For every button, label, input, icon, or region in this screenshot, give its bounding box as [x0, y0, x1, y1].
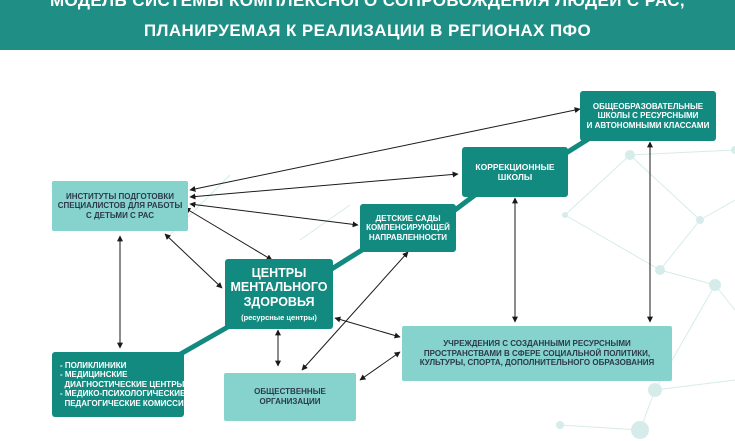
node-clinics-line3: ДИАГНОСТИЧЕСКИЕ ЦЕНТРЫ	[60, 379, 185, 389]
node-institutes-line3: С ДЕТЬМИ С РАС	[85, 210, 155, 220]
title-line-2: ПЛАНИРУЕМАЯ К РЕАЛИЗАЦИИ В РЕГИОНАХ ПФО	[143, 21, 592, 40]
node-kindergartens-line1: ДЕТСКИЕ САДЫ	[375, 213, 441, 223]
node-centers-line1: ЦЕНТРЫ	[251, 265, 307, 280]
node-institutes-line1: ИНСТИТУТЫ ПОДГОТОВКИ	[65, 191, 175, 201]
node-centers-line3: ЗДОРОВЬЯ	[243, 294, 315, 309]
arrow-institutes-kindergartens	[189, 201, 359, 228]
node-clinics-line5: ПЕДАГОГИЧЕСКИЕ КОМИССИИ	[60, 398, 190, 408]
node-institutes-line2: СПЕЦИАЛИСТОВ ДЛЯ РАБОТЫ	[57, 201, 183, 211]
node-general-schools: ОБЩЕОБРАЗОВАТЕЛЬНЫЕ ШКОЛЫ С РЕСУРСНЫМИ И…	[580, 91, 716, 141]
node-mental-health-centers: ЦЕНТРЫ МЕНТАЛЬНОГО ЗДОРОВЬЯ (ресурсные ц…	[225, 259, 333, 329]
node-clinics: - ПОЛИКЛИНИКИ - МЕДИЦИНСКИЕ ДИАГНОСТИЧЕС…	[52, 352, 189, 417]
arrow-public-orgs-institutions	[359, 351, 401, 381]
node-institutes: ИНСТИТУТЫ ПОДГОТОВКИ СПЕЦИАЛИСТОВ ДЛЯ РА…	[52, 181, 188, 231]
arrow-centers-institutions	[334, 316, 401, 339]
node-general-schools-line1: ОБЩЕОБРАЗОВАТЕЛЬНЫЕ	[592, 101, 704, 111]
node-public-orgs-line1: ОБЩЕСТВЕННЫЕ	[254, 387, 326, 397]
arrow-institutes-center-left	[164, 233, 223, 289]
node-institutions: УЧРЕЖДЕНИЯ С СОЗДАННЫМИ РЕСУРСНЫМИ ПРОСТ…	[402, 326, 672, 381]
node-institutions-line1: УЧРЕЖДЕНИЯ С СОЗДАННЫМИ РЕСУРСНЫМИ	[443, 339, 631, 349]
node-public-orgs-line2: ОРГАНИЗАЦИИ	[259, 397, 321, 406]
connection-arrows	[117, 107, 653, 381]
node-institutions-line2: ПРОСТРАНСТВАМИ В СФЕРЕ СОЦИАЛЬНОЙ ПОЛИТИ…	[423, 348, 651, 358]
arrow-institutes-correctional	[189, 171, 459, 200]
header-banner: МОДЕЛЬ СИСТЕМЫ КОМПЛЕКСНОГО СОПРОВОЖДЕНИ…	[0, 0, 735, 50]
node-clinics-line4: - МЕДИКО-ПСИХОЛОГИЧЕСКИЕ-	[60, 389, 189, 399]
background-network-nodes	[556, 146, 735, 439]
node-kindergartens-line2: КОМПЕНСИРУЮЩЕЙ	[366, 223, 450, 233]
title-line-1: МОДЕЛЬ СИСТЕМЫ КОМПЛЕКСНОГО СОПРОВОЖДЕНИ…	[49, 0, 686, 10]
node-general-schools-line3: И АВТОНОМНЫМИ КЛАССАМИ	[586, 120, 710, 130]
node-public-orgs: ОБЩЕСТВЕННЫЕ ОРГАНИЗАЦИИ	[224, 373, 356, 421]
arrow-kindergartens-public-orgs	[301, 251, 409, 371]
node-kindergartens-line3: НАПРАВЛЕННОСТИ	[368, 232, 448, 242]
node-institutions-line3: КУЛЬТУРЫ, СПОРТА, ДОПОЛНИТЕЛЬНОГО ОБРАЗО…	[419, 358, 655, 368]
node-general-schools-line2: ШКОЛЫ С РЕСУРСНЫМИ	[597, 111, 699, 121]
node-centers-line2: МЕНТАЛЬНОГО	[230, 280, 328, 295]
node-correctional-schools-line2: ШКОЛЫ	[497, 172, 533, 182]
node-clinics-line2: - МЕДИЦИНСКИЕ	[60, 370, 128, 380]
node-clinics-line1: - ПОЛИКЛИНИКИ	[60, 360, 127, 370]
node-centers-subtitle: (ресурсные центры)	[241, 313, 317, 323]
node-correctional-schools: КОРРЕКЦИОННЫЕ ШКОЛЫ	[462, 147, 568, 197]
node-kindergartens: ДЕТСКИЕ САДЫ КОМПЕНСИРУЮЩЕЙ НАПРАВЛЕННОС…	[360, 204, 456, 252]
node-correctional-schools-line1: КОРРЕКЦИОННЫЕ	[475, 161, 555, 172]
arrow-institutes-centers	[184, 207, 273, 261]
